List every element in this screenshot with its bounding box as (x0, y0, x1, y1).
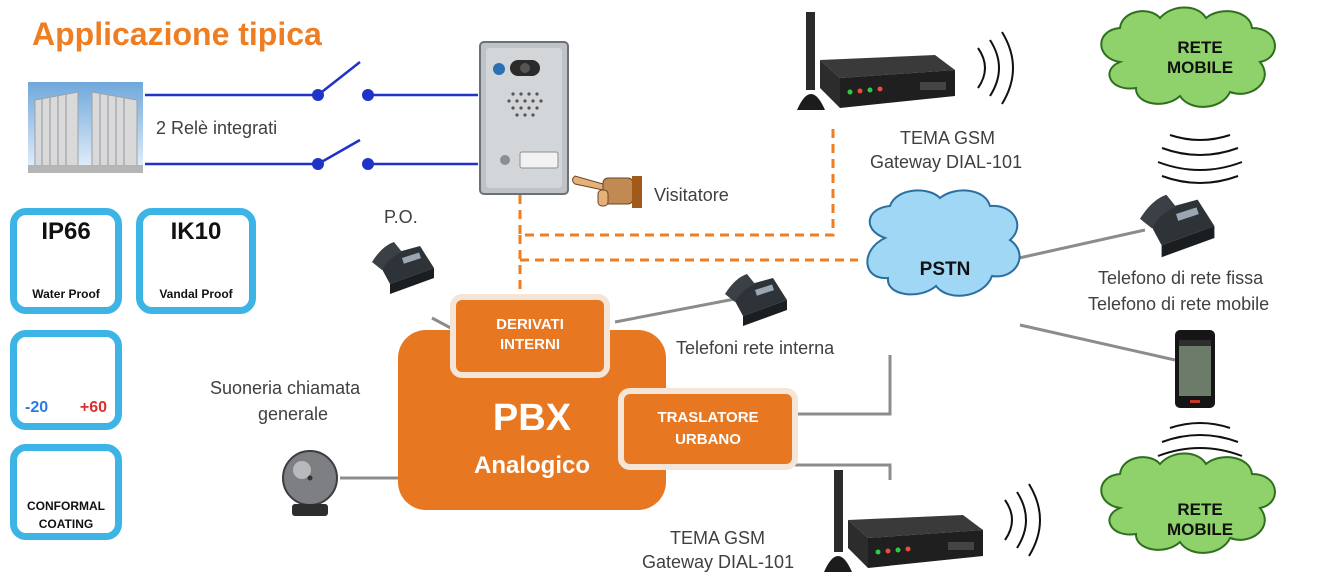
ip66-caption: Water Proof (32, 287, 100, 301)
bell-image (282, 450, 338, 516)
temperature-badge: -20 +60 (10, 330, 122, 430)
smartphone-image (1175, 330, 1215, 408)
mobile-network-bottom-line1: RETE (1177, 500, 1223, 519)
cloud-mobile-network-top (1100, 6, 1276, 108)
ip66-rating: IP66 (41, 218, 91, 245)
gsm-bottom-label-line2: Gateway DIAL-101 (642, 552, 795, 572)
radio-waves-bottom (1004, 483, 1041, 557)
bell-label-line1: Suoneria chiamata (210, 378, 361, 398)
temperature-max: +60 (79, 399, 107, 416)
pbx-title: PBX (492, 397, 572, 439)
bell-label-line2: generale (258, 404, 329, 424)
pbx-subtitle: Analogico (473, 452, 590, 479)
mobile-phone-label: Telefono di rete mobile (1088, 294, 1270, 314)
page-title: Applicazione tipica (32, 16, 322, 52)
pointing-hand-icon (572, 175, 642, 208)
visitor-label: Visitatore (654, 185, 729, 205)
ik10-badge: IK10 Vandal Proof (136, 208, 256, 314)
internal-extensions-line2: INTERNI (500, 336, 560, 353)
gsm-gateway-bottom-image (824, 470, 983, 572)
ik10-caption: Vandal Proof (159, 287, 233, 301)
radio-waves-top (977, 31, 1014, 105)
internal-extensions-box: DERIVATI INTERNI (450, 294, 610, 378)
pstn-label: PSTN (919, 259, 971, 280)
gate-image (28, 82, 143, 173)
gsm-dashed-links (518, 128, 858, 290)
trunk-line2: URBANO (675, 431, 741, 448)
conformal-coating-badge: CONFORMAL COATING (10, 444, 122, 540)
cloud-mobile-network-bottom (1100, 452, 1276, 554)
trunk-box: TRASLATORE URBANO (618, 388, 798, 470)
gsm-gateway-top-image (797, 12, 955, 110)
gsm-bottom-label-line1: TEMA GSM (670, 528, 766, 548)
mobile-network-bottom-label: RETE MOBILE (1150, 500, 1250, 540)
temperature-min: -20 (25, 399, 49, 416)
radio-waves-mobile-top (1157, 134, 1243, 184)
door-station-image (479, 41, 569, 195)
coating-line2: COATING (38, 517, 94, 531)
connection-lines (340, 228, 1176, 480)
relay-wires (145, 61, 478, 166)
telephone-internal-image (725, 274, 787, 326)
fixed-phone-label: Telefono di rete fissa (1098, 268, 1264, 288)
cloud-pstn (866, 189, 1021, 297)
telephone-fixed-image (1140, 194, 1215, 258)
mobile-network-bottom-line2: MOBILE (1166, 520, 1234, 539)
trunk-line1: TRASLATORE (657, 409, 759, 426)
gsm-top-label-line2: Gateway DIAL-101 (870, 152, 1023, 172)
ip66-badge: IP66 Water Proof (10, 208, 122, 314)
internal-phones-label: Telefoni rete interna (676, 338, 835, 358)
relay-contacts (312, 89, 374, 170)
mobile-network-top-line1: RETE (1177, 38, 1223, 57)
gsm-top-label-line1: TEMA GSM (900, 128, 996, 148)
internal-extensions-line1: DERIVATI (496, 316, 564, 333)
coating-line1: CONFORMAL (27, 499, 105, 513)
telephone-po-image (372, 242, 434, 294)
mobile-network-top-label: RETE MOBILE (1150, 38, 1250, 78)
mobile-network-top-line2: MOBILE (1166, 58, 1234, 77)
relays-label: 2 Relè integrati (156, 118, 278, 138)
ik10-rating: IK10 (170, 218, 222, 245)
po-label: P.O. (384, 207, 418, 227)
coating-caption: CONFORMAL COATING (17, 497, 115, 533)
